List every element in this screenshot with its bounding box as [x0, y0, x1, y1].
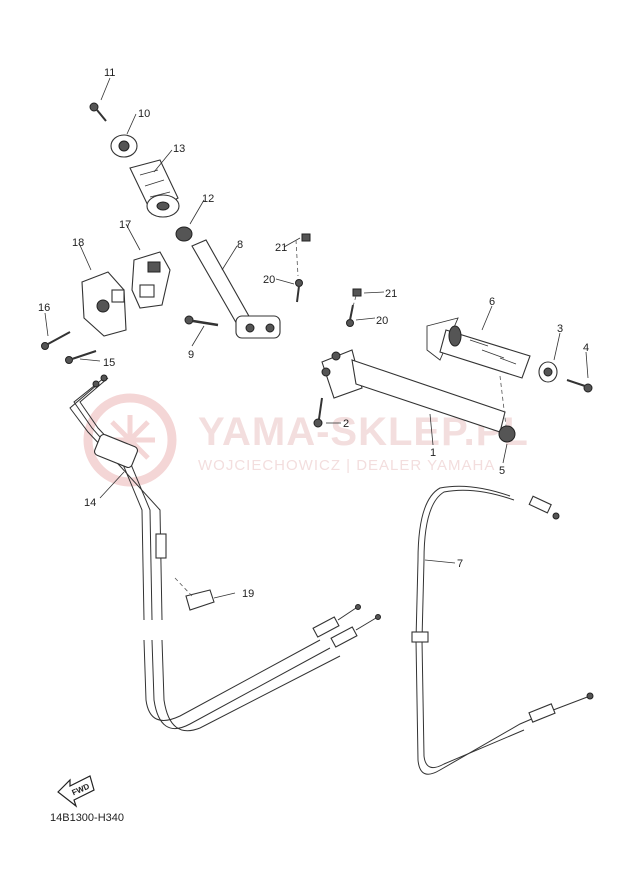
callout-9: 9 [188, 349, 194, 361]
callout-8: 8 [237, 239, 243, 251]
callout-20-upper: 20 [263, 274, 275, 286]
callout-17: 17 [119, 219, 131, 231]
callout-6: 6 [489, 296, 495, 308]
callout-18: 18 [72, 237, 84, 249]
part-13-throttle-grip [129, 159, 180, 218]
part-10-bar-end-weight [110, 134, 138, 158]
callout-14: 14 [84, 497, 96, 509]
part-7-clutch-cable [411, 485, 594, 775]
watermark-logo-tuning-forks [105, 415, 155, 465]
callout-21-upper: 21 [275, 242, 287, 254]
part-17-switch-housing [131, 251, 171, 309]
diagram-code: 14B1300-H340 [50, 812, 125, 824]
callout-21-right: 21 [385, 288, 397, 300]
part-21-nut-upper [301, 233, 311, 242]
part-20-bolt-right [346, 304, 354, 327]
callout-1: 1 [430, 447, 436, 459]
part-8-handlebar-left [191, 239, 281, 339]
callout-19: 19 [242, 588, 254, 600]
part-12-collar [175, 226, 193, 242]
part-2-bolt [313, 397, 323, 428]
part-21-nut-right [352, 288, 362, 297]
callout-3: 3 [557, 323, 563, 335]
part-18-switch-housing [81, 271, 127, 337]
part-6-grip [426, 317, 531, 379]
part-15-screw [65, 350, 97, 364]
callout-5: 5 [499, 465, 505, 477]
callout-7: 7 [457, 558, 463, 570]
callout-20-right: 20 [376, 315, 388, 327]
callout-13: 13 [173, 143, 185, 155]
part-19-cable-holder [185, 589, 215, 611]
callout-16: 16 [38, 302, 50, 314]
callout-15: 15 [103, 357, 115, 369]
part-4-screw [566, 379, 593, 393]
part-1-handlebar-right [321, 349, 506, 433]
watermark-dealer: WOJCIECHOWICZ | DEALER YAMAHA [198, 457, 495, 474]
callout-12: 12 [202, 193, 214, 205]
leader-lines [44, 77, 589, 599]
part-14-throttle-cables [69, 374, 381, 732]
callout-numbers: 11 10 13 12 17 18 8 21 20 21 6 16 20 3 4… [38, 67, 589, 600]
callout-4: 4 [583, 342, 589, 354]
callout-2: 2 [343, 418, 349, 430]
callout-10: 10 [138, 108, 150, 120]
fwd-arrow-icon: FWD [57, 775, 95, 808]
part-5-collar [498, 425, 516, 443]
part-20-bolt-upper [295, 279, 303, 303]
callout-11: 11 [104, 67, 115, 79]
part-9-bolt [184, 315, 219, 327]
part-3-bar-end-weight [538, 361, 558, 383]
part-11-screw [89, 102, 107, 122]
part-16-screw [41, 331, 71, 350]
